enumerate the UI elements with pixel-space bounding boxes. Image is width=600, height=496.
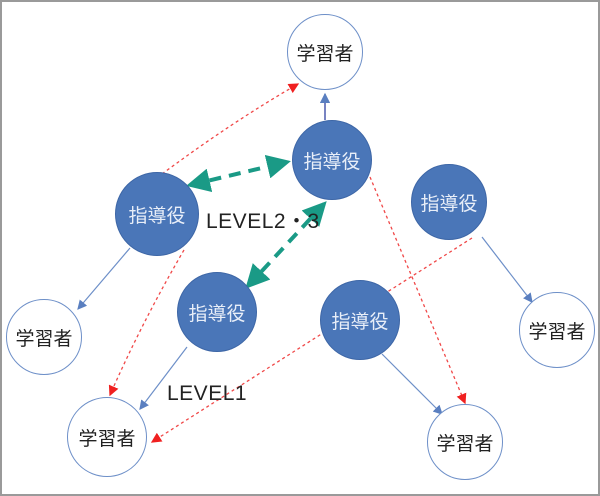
mentor-node-lower: 指導役	[177, 272, 257, 352]
learner-node-bottom-left: 学習者	[67, 397, 147, 477]
edge-lower-mentor-to-bottom-learner	[139, 346, 188, 410]
learner-node-bottom-right: 学習者	[427, 404, 503, 480]
node-label: 学習者	[528, 320, 586, 343]
edge-red-left-mentor-to-top-learner	[161, 83, 300, 175]
node-label: 指導役	[420, 192, 478, 215]
learner-node-left: 学習者	[6, 299, 82, 375]
mentor-node-right: 指導役	[411, 164, 487, 240]
learner-node-top: 学習者	[287, 14, 363, 90]
node-label: 学習者	[436, 432, 494, 455]
mentor-node-center: 指導役	[292, 120, 372, 200]
edge-mid-mentor-to-bottom-right-learner	[381, 353, 443, 415]
node-label: 指導役	[188, 302, 246, 325]
mentor-node-mid: 指導役	[320, 280, 400, 360]
edge-right-mentor-to-right-learner	[481, 236, 533, 303]
node-label: 学習者	[296, 42, 354, 65]
node-label: 学習者	[15, 327, 73, 350]
edge-red-left-mentor-to-bottom-learner	[108, 249, 185, 397]
edge-left-mentor-to-left-learner	[77, 247, 131, 310]
edge-red-center-mentor-to-bottom-right-learner	[369, 176, 467, 405]
node-label: 指導役	[331, 310, 389, 333]
edge-green-left-center	[186, 154, 291, 193]
level-2-3-label: LEVEL2・3	[206, 210, 320, 233]
node-label: 学習者	[78, 427, 136, 450]
learner-node-right: 学習者	[519, 292, 595, 368]
node-label: 指導役	[128, 204, 186, 227]
node-label: 指導役	[303, 150, 361, 173]
mentor-node-left: 指導役	[115, 172, 199, 256]
level-1-label: LEVEL1	[167, 382, 248, 405]
